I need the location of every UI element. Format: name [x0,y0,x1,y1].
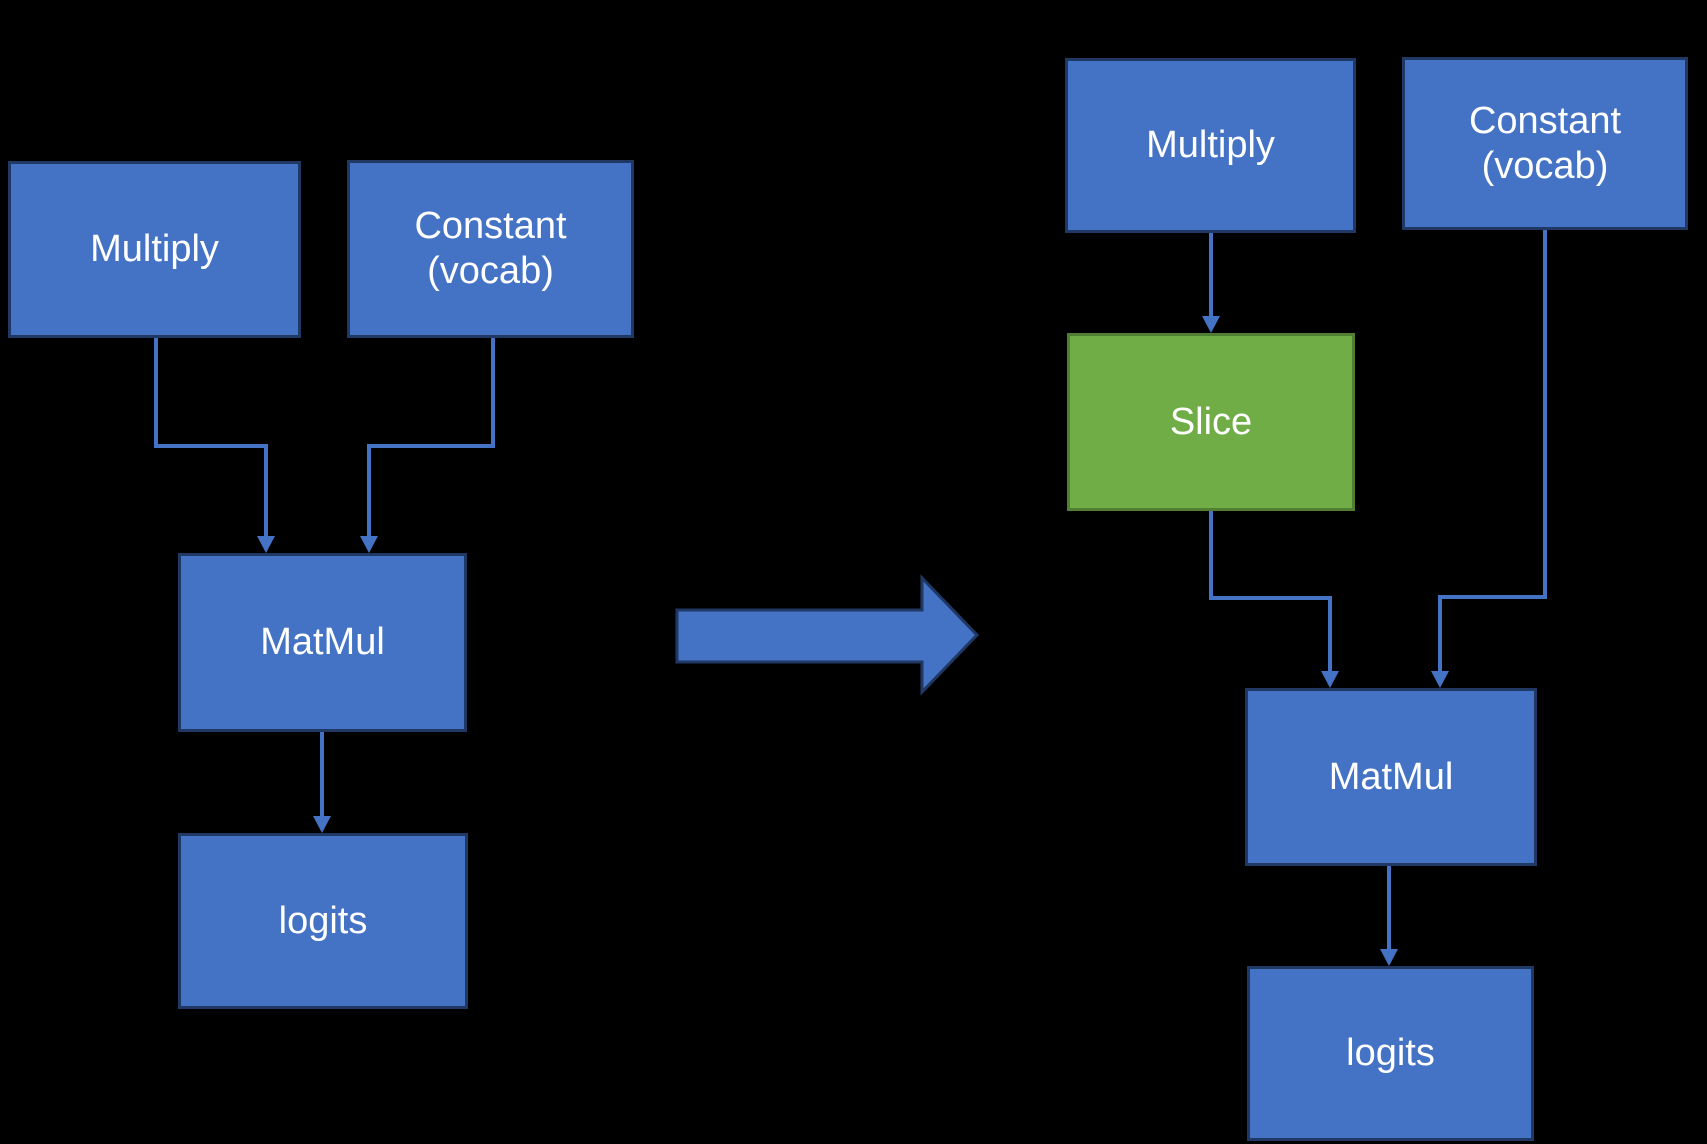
node-left-multiply: Multiply [8,161,301,338]
node-right-logits-label: logits [1346,1032,1435,1075]
connector-right-matmul-to-logits [1380,866,1398,966]
node-left-constant-label-line2: (vocab) [427,250,554,292]
node-right-logits: logits [1247,966,1534,1141]
node-right-constant-label-line2: (vocab) [1481,144,1609,187]
node-right-constant-vocab: Constant (vocab) [1402,57,1688,230]
connector-right-constant-to-matmul [1431,230,1547,688]
connector-right-multiply-to-slice [1202,233,1220,333]
node-left-constant-label-line1: Constant [414,205,567,248]
node-right-multiply-label: Multiply [1146,124,1275,167]
node-left-constant-vocab: Constant (vocab) [347,160,634,338]
node-right-matmul-label: MatMul [1328,755,1454,798]
connector-left-multiply-to-matmul [154,338,275,553]
transform-arrow [675,574,980,696]
connector-right-slice-to-matmul [1209,511,1339,688]
node-right-multiply: Multiply [1065,58,1356,233]
node-right-slice: Slice [1067,333,1355,511]
node-left-matmul-label: MatMul [260,621,385,664]
node-left-logits: logits [178,833,468,1009]
connector-left-constant-to-matmul [360,338,495,553]
node-left-multiply-label: Multiply [90,228,219,271]
node-left-logits-label: logits [278,899,368,942]
node-right-matmul: MatMul [1245,688,1537,866]
node-right-slice-label: Slice [1169,400,1253,443]
node-right-constant-label-line1: Constant [1468,99,1622,142]
node-left-matmul: MatMul [178,553,467,732]
connector-left-matmul-to-logits [313,732,331,833]
